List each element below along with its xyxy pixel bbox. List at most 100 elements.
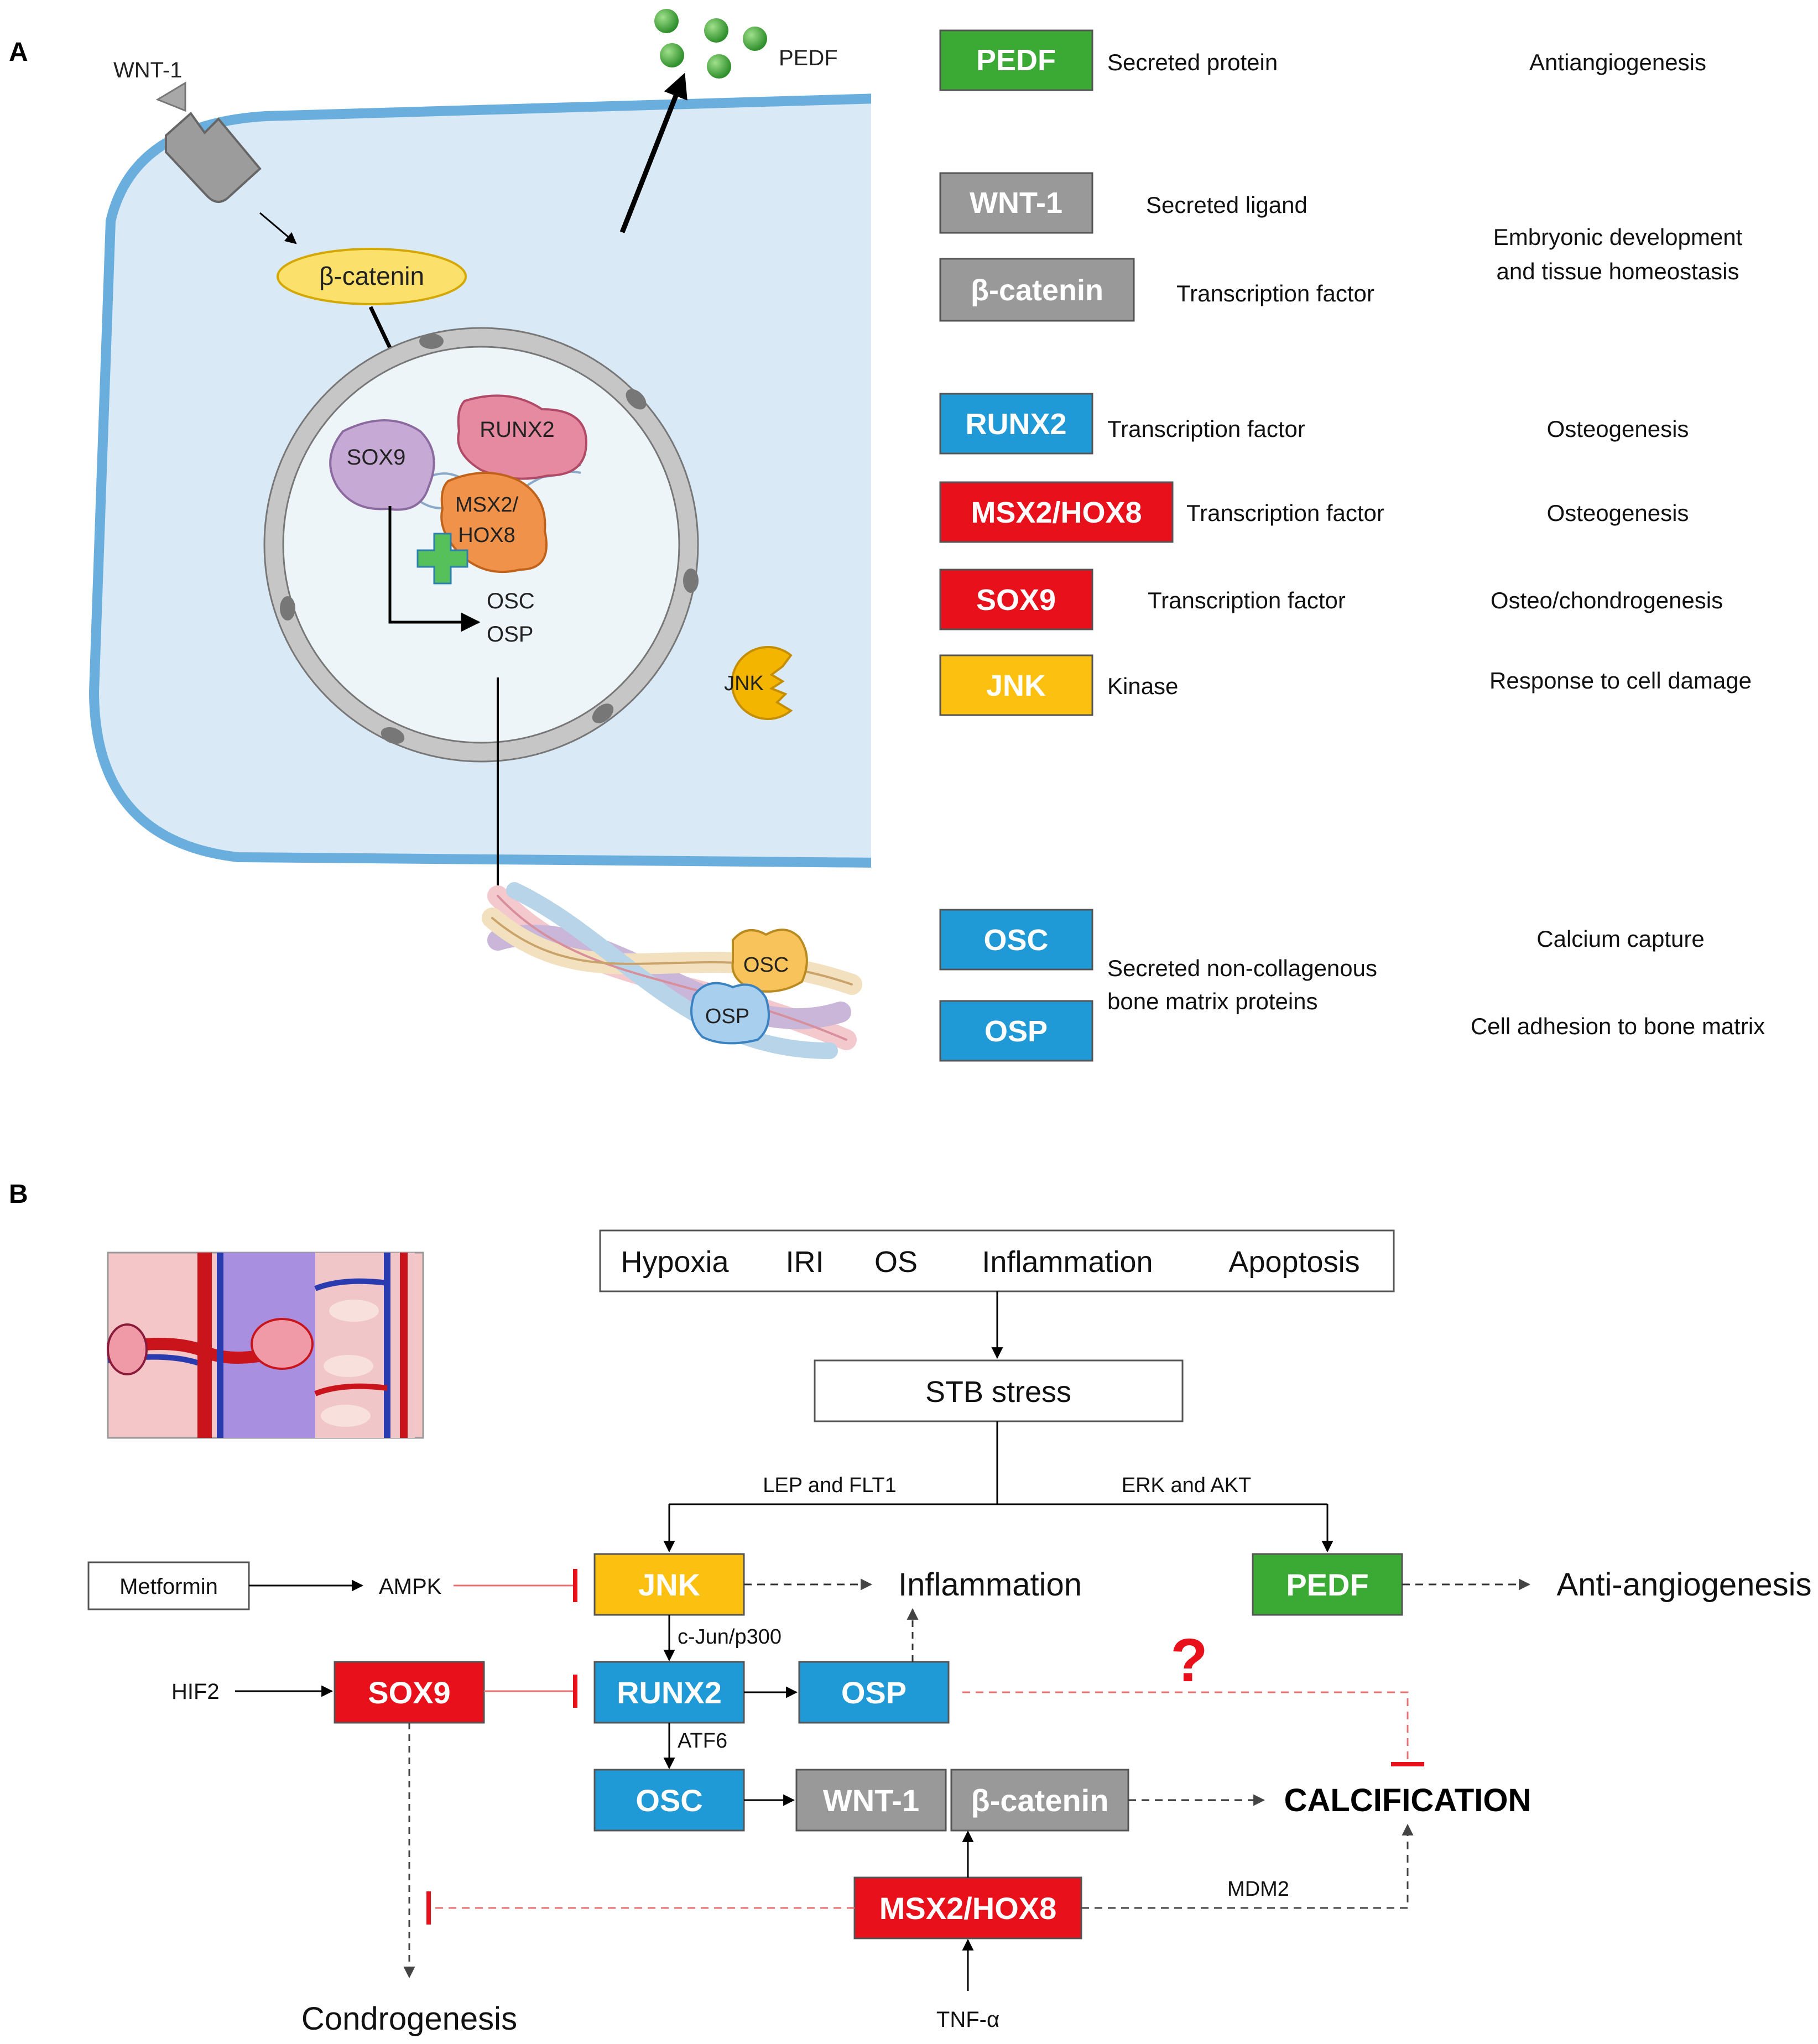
legend-wnt-function-2: and tissue homeostasis <box>1497 258 1739 284</box>
fiber-osc-label: OSC <box>743 953 789 977</box>
bcat-node <box>950 1769 1129 1832</box>
legend: PEDF Secreted protein Antiangiogenesis W… <box>939 29 1765 1062</box>
jnk-node <box>593 1553 745 1616</box>
arrow-receptor-bcat <box>259 212 297 244</box>
metformin-label: Metformin <box>119 1574 218 1599</box>
stressor-apoptosis: Apoptosis <box>1228 1245 1359 1279</box>
fiber-osp-label: OSP <box>705 1005 749 1028</box>
metformin-box <box>87 1561 250 1610</box>
legend-jnk-type: Kinase <box>1107 673 1178 699</box>
stressor-os: OS <box>874 1245 918 1279</box>
wnt-receptor <box>155 81 262 203</box>
legend-jnk-box <box>939 654 1093 716</box>
transcription-arrow <box>388 506 481 632</box>
legend-msx2-name: MSX2/HOX8 <box>971 496 1142 529</box>
sox9-blob <box>329 419 435 511</box>
sox9-cell-label: SOX9 <box>347 445 406 470</box>
legend-bcat-type: Transcription factor <box>1176 280 1374 306</box>
tnf-label: TNF-α <box>936 2007 999 2032</box>
stressor-hypoxia: Hypoxia <box>621 1245 729 1279</box>
inhibit-osp-calcification <box>962 1691 1409 1764</box>
legend-jnk-name: JNK <box>986 669 1046 702</box>
beta-catenin-oval <box>277 248 467 305</box>
panel-a-label: A <box>9 38 28 67</box>
legend-sox9-type: Transcription factor <box>1148 587 1346 613</box>
jnk-pacman <box>731 646 793 720</box>
ampk-label: AMPK <box>379 1574 442 1599</box>
osp-cell-label: OSP <box>487 622 533 646</box>
legend-pedf-function: Antiangiogenesis <box>1529 49 1706 75</box>
stb-stress-box <box>814 1359 1184 1422</box>
atf6-label: ATF6 <box>678 1729 727 1753</box>
legend-msx2-function: Osteogenesis <box>1547 500 1689 526</box>
sox9-node-label: SOX9 <box>368 1675 450 1710</box>
cjun-label: c-Jun/p300 <box>678 1625 782 1649</box>
arrow-msx2-calcification <box>1081 1823 1414 1909</box>
wnt1-label: WNT-1 <box>113 58 182 82</box>
msx2-cell-label-2: HOX8 <box>458 524 515 547</box>
msx2-node <box>853 1876 1082 1939</box>
erk-akt-label: ERK and AKT <box>1122 1474 1251 1497</box>
wnt1-node-label: WNT-1 <box>823 1783 919 1818</box>
legend-sox9-function: Osteo/chondrogenesis <box>1491 587 1723 613</box>
legend-runx2-name: RUNX2 <box>965 408 1066 441</box>
stb-stress-label: STB stress <box>925 1375 1071 1409</box>
runx2-blob <box>457 394 588 480</box>
legend-bcat-box <box>939 258 1135 322</box>
legend-osp-box <box>939 1000 1093 1062</box>
legend-runx2-type: Transcription factor <box>1107 416 1305 442</box>
panel-b-label: B <box>9 1180 28 1209</box>
legend-osc-box <box>939 909 1093 971</box>
osc-cell-label: OSC <box>487 589 535 613</box>
legend-wnt-function-1: Embryonic development <box>1493 224 1743 250</box>
msx2-blob <box>440 472 548 573</box>
placenta-illustration <box>106 1252 424 1439</box>
stressor-inflammation: Inflammation <box>982 1245 1153 1279</box>
calcification-label: CALCIFICATION <box>1284 1782 1532 1818</box>
legend-pedf-name: PEDF <box>976 44 1056 77</box>
osc-node-label: OSC <box>635 1783 702 1818</box>
pedf-cell-label: PEDF <box>779 46 838 70</box>
legend-osc-function: Calcium capture <box>1536 926 1704 952</box>
legend-wnt1-name: WNT-1 <box>970 186 1062 220</box>
plus-icon <box>416 533 468 585</box>
legend-jnk-function: Response to cell damage <box>1489 668 1752 693</box>
msx2-node-label: MSX2/HOX8 <box>879 1891 1057 1926</box>
pedf-secretion-arrow <box>619 72 687 233</box>
legend-pedf-type: Secreted protein <box>1107 49 1278 75</box>
osp-node-label: OSP <box>841 1675 907 1710</box>
condrogenesis-label: Condrogenesis <box>301 2001 517 2037</box>
jnk-cell-label: JNK <box>724 672 764 695</box>
osp-node <box>798 1661 950 1724</box>
wnt1-node <box>795 1769 947 1832</box>
beta-catenin-label: β-catenin <box>319 262 424 290</box>
legend-osp-name: OSP <box>984 1015 1048 1048</box>
jnk-node-label: JNK <box>638 1567 700 1602</box>
runx2-node-label: RUNX2 <box>617 1675 722 1710</box>
legend-osc-name: OSC <box>983 924 1048 957</box>
legend-osp-function: Cell adhesion to bone matrix <box>1471 1013 1765 1039</box>
legend-msx2-type: Transcription factor <box>1186 500 1384 526</box>
legend-bcat-name: β-catenin <box>971 274 1103 307</box>
lep-flt1-label: LEP and FLT1 <box>763 1474 897 1497</box>
nuclear-pores <box>280 333 699 744</box>
collagen-fibers <box>482 882 862 1059</box>
hif2-label: HIF2 <box>171 1680 220 1704</box>
nucleus-outer <box>263 327 699 763</box>
legend-sox9-box <box>939 569 1093 630</box>
pedf-dots <box>654 9 767 79</box>
pedf-node-label: PEDF <box>1286 1567 1368 1602</box>
legend-wnt1-type: Secreted ligand <box>1146 192 1307 218</box>
legend-sox9-name: SOX9 <box>976 583 1056 617</box>
legend-wnt1-box <box>939 172 1093 234</box>
legend-osc-osp-type-2: bone matrix proteins <box>1107 988 1318 1014</box>
stressors-box <box>599 1229 1395 1292</box>
fiber-osp-blob <box>690 982 770 1045</box>
bcat-node-label: β-catenin <box>971 1783 1109 1818</box>
legend-osc-osp-type-1: Secreted non-collagenous <box>1107 955 1377 981</box>
nucleus-inner <box>282 346 680 744</box>
wnt1-ligand <box>155 81 186 112</box>
runx2-cell-label: RUNX2 <box>480 418 555 442</box>
inflammation-label: Inflammation <box>898 1567 1082 1603</box>
